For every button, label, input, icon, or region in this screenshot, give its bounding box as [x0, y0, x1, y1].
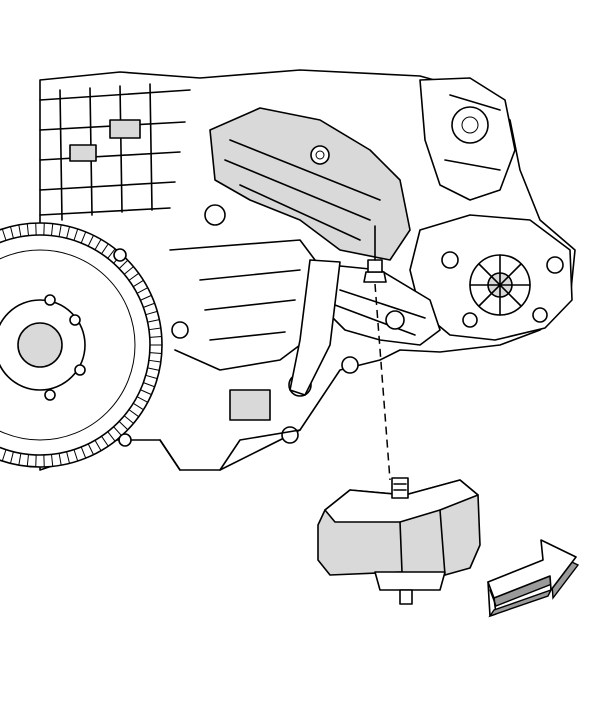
direction-arrow: [488, 540, 578, 616]
engine-mount: [318, 478, 480, 604]
